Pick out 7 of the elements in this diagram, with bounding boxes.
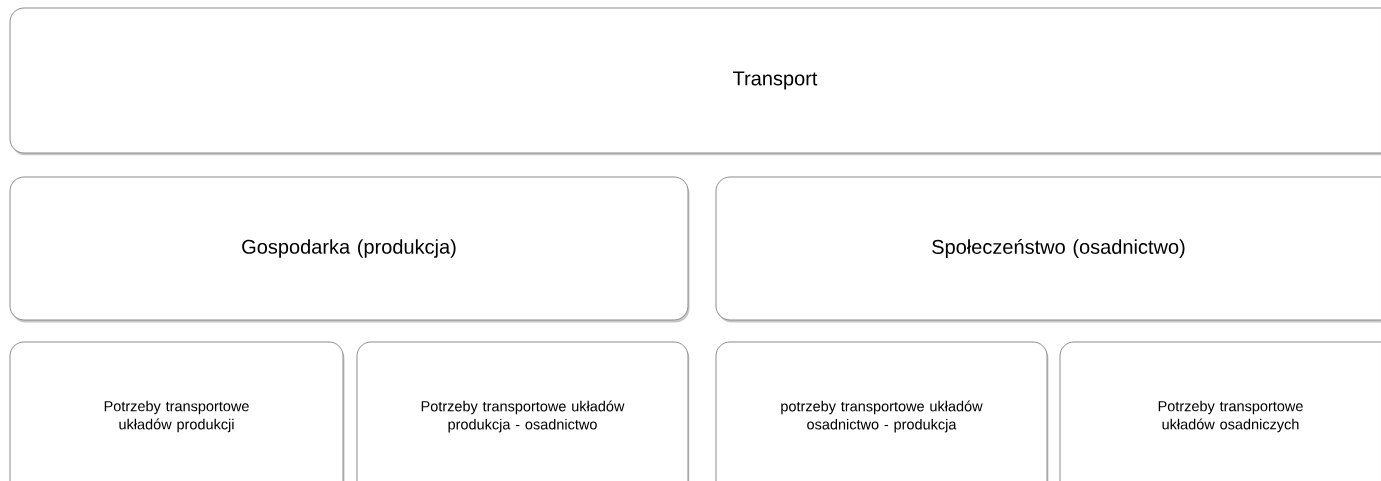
text-box: Potrzeby transportowe układów osadniczych: [1059, 341, 1381, 481]
text-box: Potrzeby transportowe układów produkcji: [9, 341, 345, 481]
text-box: potrzeby transportowe układów osadnictwo - produkcja: [715, 341, 1049, 481]
text-box: Społeczeństwo (osadnictwo): [715, 176, 1381, 323]
text-box: Potrzeby transportowe układów produkcja - osadnictwo: [356, 341, 690, 481]
text-box: Gospodarka (produkcja): [9, 176, 690, 323]
text-box: Transport: [9, 7, 1381, 156]
